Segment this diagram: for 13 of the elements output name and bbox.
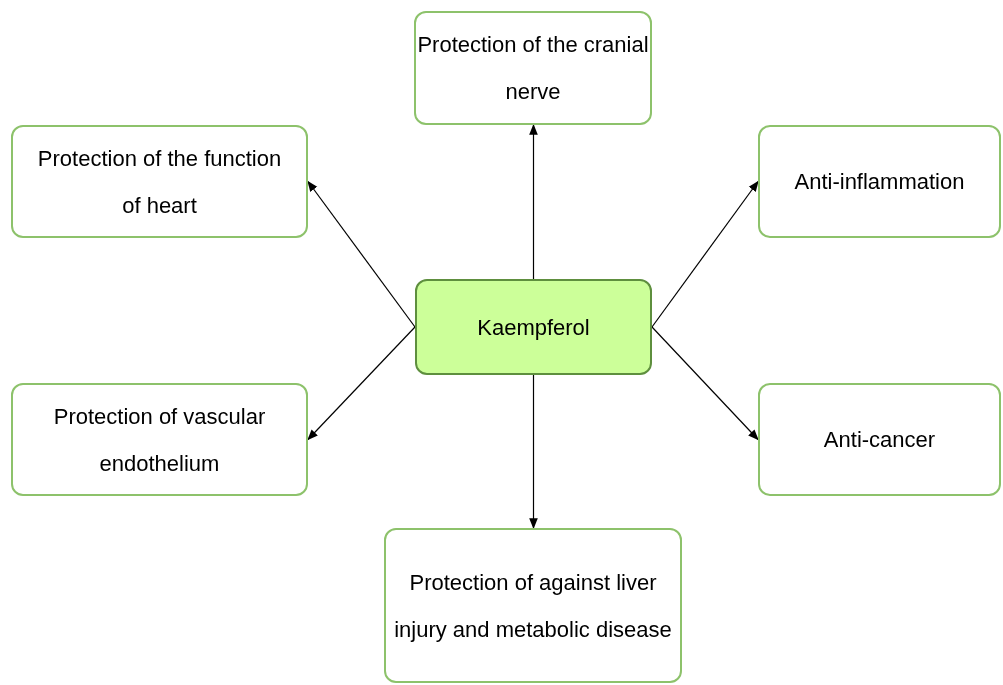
arrow [529,374,538,530]
effect-box: Protection of against liver injury and metabolic disease [384,528,682,683]
arrow [307,326,416,441]
arrow [307,180,416,328]
central-box: Kaempferol [415,279,652,375]
effect-box: Protection of vascular endothelium [11,383,308,496]
effect-box: Protection of the function of heart [11,125,308,238]
arrow [651,326,759,441]
arrow [529,123,538,280]
effect-box: Protection of the cranial nerve [414,11,652,125]
effect-box: Anti-cancer [758,383,1001,496]
arrow [651,180,759,328]
effect-box: Anti-inflammation [758,125,1001,238]
